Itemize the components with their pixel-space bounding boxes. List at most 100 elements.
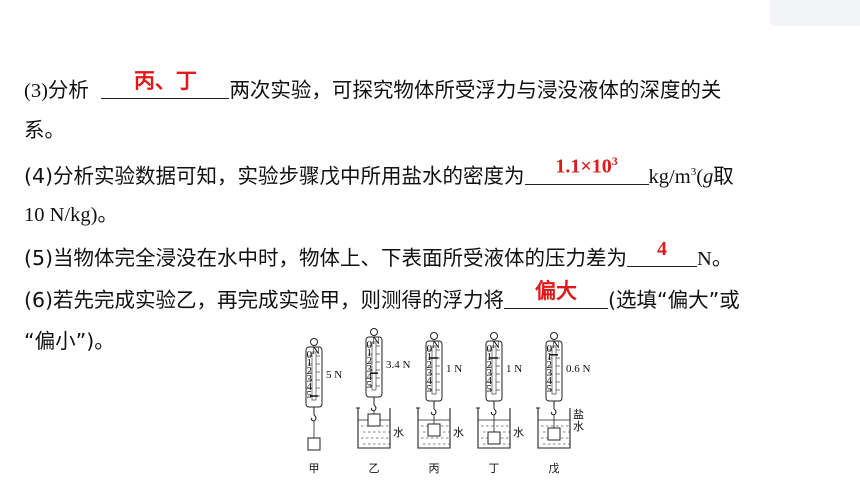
tick-label: 5 — [487, 383, 493, 395]
answer-blank-5: 4 — [627, 238, 698, 267]
answer-blank-4: 1.1×103 — [524, 154, 649, 185]
tick-label: 5 — [307, 389, 313, 401]
question-4-tail: 取 — [713, 163, 734, 188]
tick-label: 2 — [427, 359, 433, 371]
liquid-label: 水 — [513, 426, 524, 439]
tick-label: 0 — [307, 349, 313, 361]
hanging-ring — [550, 332, 558, 340]
tick-label: 4 — [547, 375, 553, 387]
answer-4-base: 1.1×10 — [555, 155, 612, 178]
hook-icon — [430, 408, 437, 416]
slide-corner-tab — [770, 0, 860, 26]
tick-label: 2 — [487, 359, 493, 371]
hook-icon — [370, 404, 377, 412]
scale-slot — [491, 345, 497, 395]
question-6-cont-text: “偏小”)。 — [24, 329, 115, 353]
tick-label: 4 — [427, 375, 433, 387]
scale-slot — [431, 345, 437, 395]
beaker — [417, 408, 451, 449]
tick-label: 0 — [427, 343, 433, 355]
g-symbol: g — [703, 165, 714, 188]
tick-label: 4 — [487, 375, 493, 387]
block — [427, 423, 441, 437]
tick-label: 3 — [307, 373, 313, 385]
tick-label: 5 — [547, 383, 553, 395]
question-5-suffix: N。 — [697, 248, 733, 270]
tick-label: 0 — [487, 343, 493, 355]
beaker — [537, 408, 571, 449]
tick-label: 3 — [487, 367, 493, 379]
tick-label: 1 — [487, 351, 493, 363]
question-6-suffix: (选填“偏大”或 — [608, 288, 740, 312]
scale-slot — [371, 341, 377, 391]
tick-label: 1 — [307, 357, 313, 369]
answer-4-exponent: 3 — [611, 154, 618, 169]
tick-label: 4 — [367, 371, 373, 383]
question-4-line: (4)分析实验数据可知，实验步骤戊中所用盐水的密度为 1.1×103 kg/m3… — [24, 154, 734, 190]
question-4-prefix: (4)分析实验数据可知，实验步骤戊中所用盐水的密度为 — [24, 163, 525, 188]
setup-caption: 丁 — [489, 462, 500, 475]
tick-label: 4 — [307, 381, 313, 393]
scale-slot — [551, 345, 557, 395]
liquid-label: 水 — [453, 426, 464, 439]
question-3-cont-text: 系。 — [24, 118, 65, 142]
force-reading: 1 N — [506, 363, 522, 375]
tick-label: 2 — [367, 355, 373, 367]
force-reading: 3.4 N — [386, 359, 411, 371]
tick-label: 3 — [547, 367, 553, 379]
hook-icon — [490, 408, 497, 416]
scale-unit-label: N — [552, 339, 560, 351]
tick-label: 5 — [367, 379, 373, 391]
scale-unit-label: N — [312, 345, 320, 357]
force-reading: 5 N — [326, 369, 342, 381]
liquid-label: 水 — [393, 426, 404, 439]
block — [367, 413, 381, 427]
question-4-cont-text: 10 N/kg)。 — [24, 204, 118, 226]
unit-text: kg/m — [648, 165, 691, 188]
question-3-line: (3)分析 丙、丁 两次实验，可探究物体所受浮力与浸没液体的深度的关 — [24, 69, 721, 104]
tick-label: 1 — [367, 347, 373, 359]
hanging-ring — [370, 328, 378, 336]
scale-unit-label: N — [492, 339, 500, 351]
answer-4: 1.1×103 — [525, 148, 649, 180]
tick-label: 1 — [547, 351, 553, 363]
tick-label: 1 — [427, 351, 433, 363]
tick-label: 3 — [427, 367, 433, 379]
tick-label: 0 — [367, 339, 373, 351]
hanging-ring — [430, 332, 438, 340]
question-4-continuation: 10 N/kg)。 — [24, 202, 118, 228]
block — [307, 437, 321, 451]
setup-caption: 乙 — [369, 462, 380, 475]
beaker — [357, 408, 391, 449]
tick-label: 2 — [307, 365, 313, 377]
block — [547, 427, 561, 441]
hook-icon — [310, 414, 317, 422]
question-5-prefix: (5)当物体完全浸没在水中时，物体上、下表面所受液体的压力差为 — [24, 246, 628, 270]
answer-6: 偏大 — [535, 279, 578, 303]
force-reading: 1 N — [446, 363, 462, 375]
answer-blank-6: 偏大 — [504, 279, 609, 309]
scale-unit-label: N — [432, 339, 440, 351]
question-6-line: (6)若先完成实验乙，再完成实验甲，则测得的浮力将 偏大 (选填“偏大”或 — [24, 279, 740, 313]
question-5-line: (5)当物体完全浸没在水中时，物体上、下表面所受液体的压力差为 4 N。 — [24, 238, 733, 272]
setup-caption: 甲 — [309, 462, 320, 475]
unit-exponent: 3 — [690, 166, 697, 178]
unit-paren: ( — [696, 165, 704, 188]
hanging-ring — [310, 338, 318, 346]
answer-5: 4 — [657, 238, 668, 260]
scale-slot — [311, 351, 317, 401]
tick-label: 3 — [367, 363, 373, 375]
setup-caption: 丙 — [429, 462, 440, 475]
hook-icon — [550, 408, 557, 416]
question-3-continuation: 系。 — [24, 117, 65, 143]
answer-blank-3: 丙、丁 — [101, 69, 230, 99]
setup-caption: 戊 — [549, 462, 560, 475]
hanging-ring — [490, 332, 498, 340]
liquid-label: 水 — [573, 420, 584, 433]
question-6-continuation: “偏小”)。 — [24, 328, 115, 354]
